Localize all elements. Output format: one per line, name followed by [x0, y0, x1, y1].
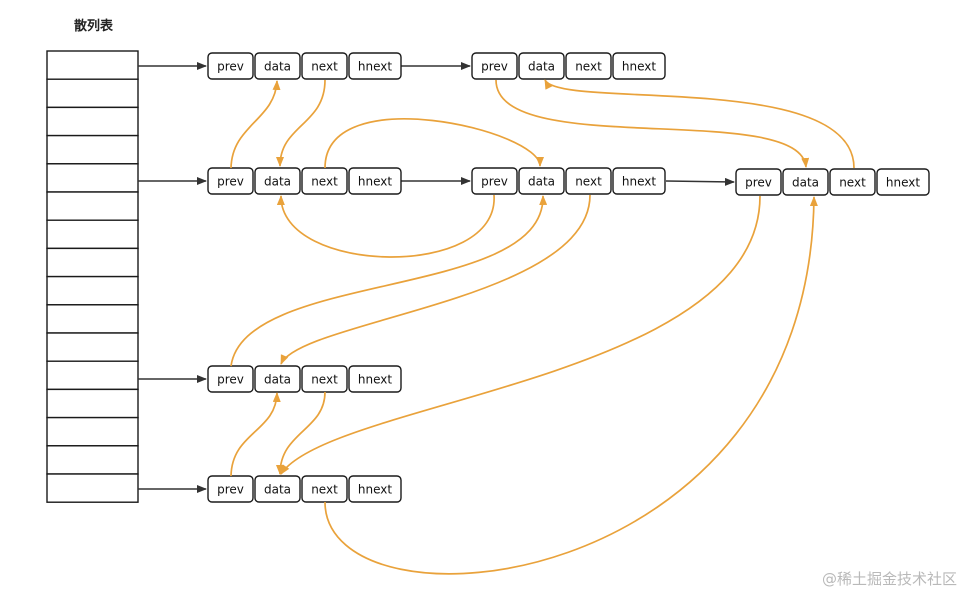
prev-label: prev	[481, 60, 508, 74]
hnext-label: hnext	[358, 483, 392, 497]
list-link-arrow	[230, 392, 281, 477]
data-label: data	[528, 60, 555, 74]
data-label: data	[264, 175, 291, 189]
chain-links	[138, 62, 735, 493]
data-label: data	[528, 175, 555, 189]
list-link-arrow	[324, 196, 818, 575]
prev-label: prev	[217, 175, 244, 189]
data-cell	[782, 168, 829, 196]
hash-slot	[46, 78, 139, 109]
list-node: prev data next hnext	[207, 167, 402, 195]
hash-slot	[46, 388, 139, 419]
next-label: next	[575, 60, 602, 74]
prev-label: prev	[217, 373, 244, 387]
hnext-label: hnext	[622, 175, 656, 189]
hnext-cell	[348, 167, 402, 195]
list-link-arrow	[230, 195, 548, 367]
hash-slot	[46, 191, 139, 221]
hnext-label: hnext	[358, 60, 392, 74]
hash-slot	[46, 50, 139, 80]
data-cell	[254, 365, 301, 393]
next-cell	[565, 52, 612, 80]
linked-list-arrows	[230, 79, 855, 575]
next-label: next	[311, 60, 338, 74]
hnext-label: hnext	[622, 60, 656, 74]
list-node: prev data next hnext	[207, 475, 402, 503]
hash-slot	[46, 304, 139, 334]
data-label: data	[264, 483, 291, 497]
hnext-cell	[612, 167, 666, 195]
prev-cell	[207, 365, 254, 393]
hash-slot	[46, 360, 139, 391]
data-cell	[518, 167, 565, 195]
prev-label: prev	[217, 60, 244, 74]
next-label: next	[311, 175, 338, 189]
hnext-cell	[348, 475, 402, 503]
data-label: data	[264, 60, 291, 74]
list-link-arrow	[280, 194, 591, 365]
hash-slot	[46, 134, 139, 165]
list-link-arrow	[324, 118, 544, 169]
hash-slot	[46, 275, 139, 306]
hash-slot	[46, 332, 139, 362]
next-label: next	[575, 175, 602, 189]
hnext-cell	[348, 365, 402, 393]
watermark: @稀土掘金技术社区	[821, 570, 957, 588]
list-link-arrow	[280, 195, 761, 475]
hash-slot	[46, 106, 139, 137]
chain-arrow	[665, 177, 735, 186]
prev-cell	[471, 167, 518, 195]
hash-slot	[46, 163, 139, 193]
hash-slots	[46, 50, 139, 503]
list-link-arrow	[230, 80, 281, 169]
list-node: prev data next hnext	[207, 365, 402, 393]
next-label: next	[311, 373, 338, 387]
list-node: prev data next hnext	[207, 52, 402, 80]
hnext-label: hnext	[886, 176, 920, 190]
next-label: next	[839, 176, 866, 190]
prev-label: prev	[745, 176, 772, 190]
hnext-cell	[876, 168, 930, 196]
prev-cell	[207, 52, 254, 80]
list-link-arrow	[495, 79, 810, 168]
hash-slot	[46, 445, 139, 475]
prev-cell	[207, 475, 254, 503]
hnext-cell	[348, 52, 402, 80]
data-label: data	[792, 176, 819, 190]
list-link-arrow	[276, 79, 326, 167]
next-cell	[565, 167, 612, 195]
next-label: next	[311, 483, 338, 497]
data-cell	[254, 167, 301, 195]
list-node: prev data next hnext	[471, 167, 666, 195]
data-cell	[254, 52, 301, 80]
list-link-arrow	[544, 79, 855, 169]
prev-cell	[735, 168, 782, 196]
list-link-arrow	[276, 194, 495, 258]
data-cell	[254, 475, 301, 503]
hash-table-title: 散列表	[74, 19, 114, 34]
prev-label: prev	[217, 483, 244, 497]
hash-slot	[46, 219, 139, 250]
prev-cell	[471, 52, 518, 80]
next-cell	[829, 168, 876, 196]
prev-cell	[207, 167, 254, 195]
prev-label: prev	[481, 175, 508, 189]
data-label: data	[264, 373, 291, 387]
next-cell	[301, 52, 348, 80]
hash-slot	[46, 473, 139, 503]
list-node: prev data next hnext	[735, 168, 930, 196]
list-node: prev data next hnext	[471, 52, 666, 80]
hnext-label: hnext	[358, 175, 392, 189]
data-cell	[518, 52, 565, 80]
list-link-arrow	[276, 391, 326, 475]
hnext-cell	[612, 52, 666, 80]
hash-slot	[46, 416, 139, 447]
hnext-label: hnext	[358, 373, 392, 387]
list-nodes: prev data next hnext prev data next hnext prev da…	[207, 52, 930, 503]
hash-slot	[46, 247, 139, 278]
